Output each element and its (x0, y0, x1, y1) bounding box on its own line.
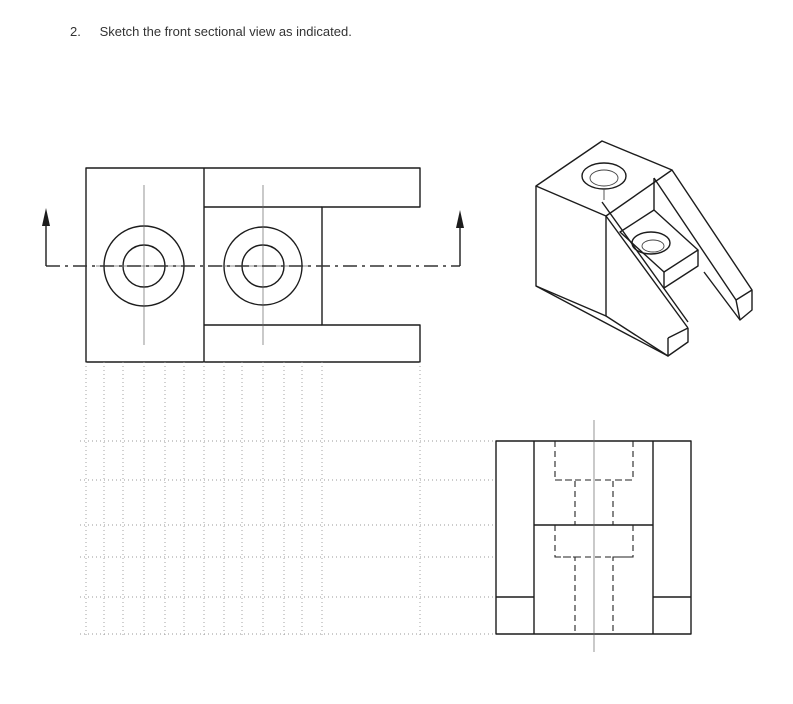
right-cutting-arrow (456, 210, 464, 228)
isometric-view (535, 140, 753, 357)
exercise-instruction: Sketch the front sectional view as indic… (99, 24, 352, 39)
right-counterbore-hole (216, 185, 310, 345)
cutting-plane-line (42, 208, 464, 267)
left-counterbore-hole (96, 185, 192, 345)
right-side-view (495, 420, 692, 652)
instruction-line: 2. Sketch the front sectional view as in… (70, 24, 352, 39)
front-view-projection-grid (80, 362, 496, 636)
left-cutting-arrow (42, 208, 50, 226)
top-view (42, 167, 464, 363)
exercise-number: 2. (70, 24, 81, 39)
